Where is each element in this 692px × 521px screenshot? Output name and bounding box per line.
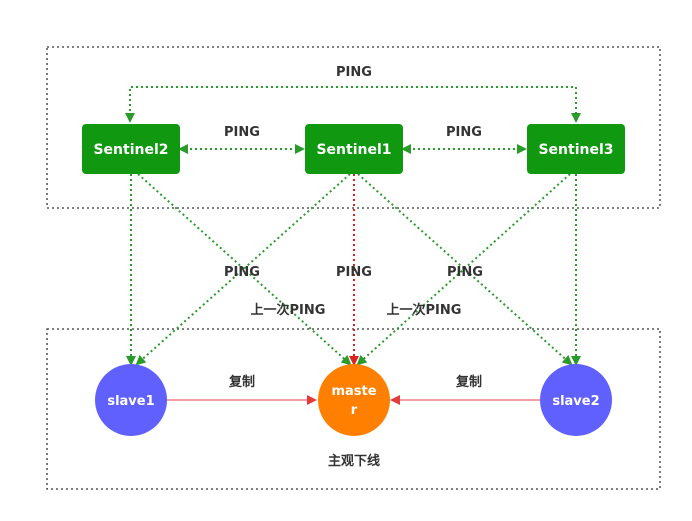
master-circle: [318, 364, 390, 436]
sentinel1-label: Sentinel1: [316, 142, 391, 158]
node-slave1[interactable]: slave1: [95, 364, 167, 436]
label-subjective-down: 主观下线: [328, 453, 380, 469]
sentinel2-label: Sentinel2: [93, 142, 168, 158]
node-master[interactable]: maste r: [318, 364, 390, 436]
sentinel2-box: [82, 124, 180, 174]
slave1-label: slave1: [107, 394, 154, 409]
slave1-circle: [95, 364, 167, 436]
label-ping-mid-right: PING: [447, 265, 483, 280]
label-replicate-left: 复制: [228, 374, 255, 390]
label-last-ping-right: 上一次PING: [387, 302, 462, 318]
label-ping-mid-left: PING: [224, 265, 260, 280]
slave2-label: slave2: [552, 394, 599, 409]
sentinel1-box: [305, 124, 403, 174]
slave2-circle: [540, 364, 612, 436]
label-last-ping-left: 上一次PING: [251, 302, 326, 318]
node-sentinel3[interactable]: Sentinel3: [527, 124, 625, 174]
edge-ping-sentinel2-sentinel3: [125, 86, 581, 123]
label-replicate-right: 复制: [455, 374, 482, 390]
sentinel-group-box: [46, 46, 661, 209]
node-slave2[interactable]: slave2: [540, 364, 612, 436]
master-label-line2: r: [351, 403, 358, 418]
label-ping-sentinel2-sentinel1: PING: [224, 125, 260, 140]
node-sentinel2[interactable]: Sentinel2: [82, 124, 180, 174]
label-ping-mid-center: PING: [336, 265, 372, 280]
sentinel3-box: [527, 124, 625, 174]
label-ping-top: PING: [336, 65, 372, 80]
sentinel3-label: Sentinel3: [538, 142, 613, 158]
label-ping-sentinel1-sentinel3: PING: [446, 125, 482, 140]
master-label-line1: maste: [331, 384, 376, 399]
node-sentinel1[interactable]: Sentinel1: [305, 124, 403, 174]
